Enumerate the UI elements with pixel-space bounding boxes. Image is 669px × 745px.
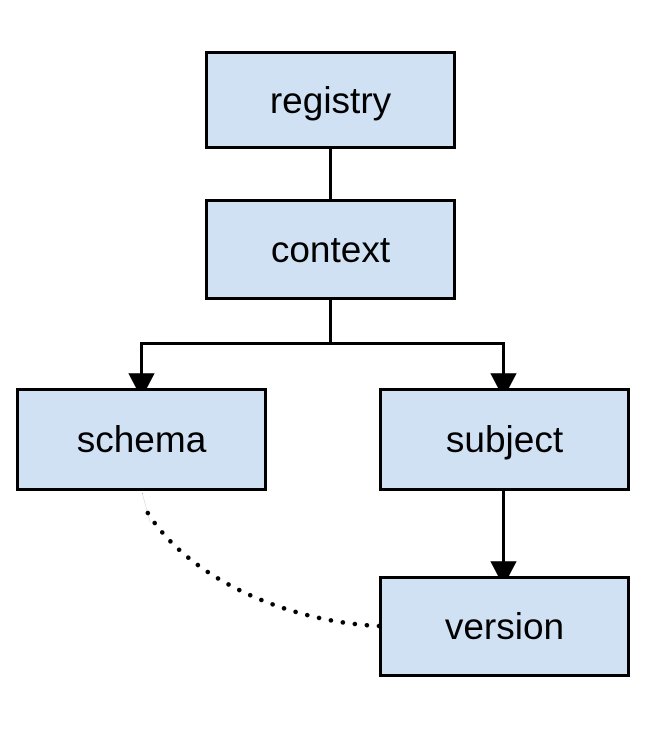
node-subject-label: subject [445, 419, 564, 460]
edge-context-schema [128, 342, 331, 399]
node-registry[interactable]: registry [205, 51, 456, 149]
edge-context-subject [330, 342, 517, 399]
node-subject[interactable]: subject [379, 388, 630, 491]
node-version[interactable]: version [379, 576, 630, 677]
edge-version-schema-arrow [142, 493, 151, 523]
node-schema[interactable]: schema [16, 388, 267, 491]
node-version-label: version [444, 606, 565, 647]
node-context[interactable]: context [205, 199, 456, 300]
node-context-label: context [270, 229, 391, 270]
node-schema-label: schema [76, 419, 207, 460]
edge-version-schema-dotted [143, 507, 382, 629]
node-registry-label: registry [269, 79, 392, 121]
